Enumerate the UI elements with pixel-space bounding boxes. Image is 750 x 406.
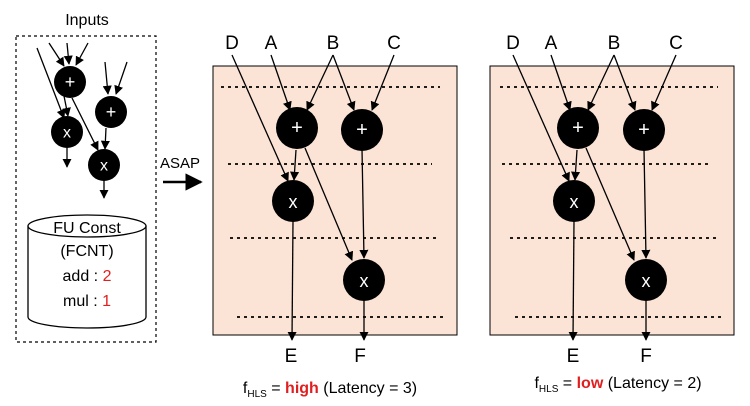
mini-mul-node-2: x [88, 149, 120, 181]
mul-constraint: mul : 1 [63, 293, 111, 310]
panel2-edges [512, 54, 677, 341]
panel2-mul-node-1: x [553, 180, 595, 222]
svg-text:x: x [360, 271, 369, 291]
add-constraint: add : 2 [63, 268, 112, 285]
fu-const-subtitle: (FCNT) [60, 243, 113, 260]
panel1-mul-node-2: x [343, 259, 385, 301]
svg-text:+: + [638, 119, 650, 141]
svg-text:x: x [63, 125, 71, 142]
svg-text:+: + [291, 117, 303, 139]
panel2-input-b: B [608, 33, 621, 54]
panel1-mul-node-1: x [272, 180, 314, 222]
fu-const-cylinder [27, 214, 147, 329]
panel1-background [212, 65, 458, 336]
panel1-output-e: E [285, 346, 298, 367]
svg-text:x: x [289, 192, 298, 212]
svg-text:+: + [572, 117, 584, 139]
panel1-step-lines [221, 86, 444, 318]
mini-dfg-edges [36, 42, 128, 199]
fu-const-title: FU Const [53, 220, 121, 237]
svg-text:+: + [106, 102, 117, 122]
panel-low-latency: D A B C + + x x [489, 33, 735, 395]
panel2-mul-node-2: x [625, 259, 667, 301]
panel1-edges [231, 54, 395, 341]
panel2-input-c: C [669, 33, 683, 54]
panel1-plus-node-2: + [341, 109, 383, 151]
panel2-background [489, 65, 735, 336]
left-section: Inputs + + x x [15, 12, 157, 343]
panel-high-latency: D A B C + + x x [212, 33, 458, 400]
panel1-output-f: F [354, 346, 366, 367]
svg-text:+: + [356, 119, 368, 141]
panel2-caption: fHLS = low (Latency = 2) [534, 375, 701, 395]
mini-mul-node-1: x [51, 116, 83, 148]
panel1-caption: fHLS = high (Latency = 3) [243, 380, 417, 400]
panel2-input-d: D [506, 33, 520, 54]
panel1-input-c: C [387, 33, 401, 54]
panel1-input-d: D [225, 33, 239, 54]
panel2-output-f: F [640, 346, 652, 367]
mini-plus-node-1: + [54, 66, 86, 98]
asap-label: ASAP [160, 155, 200, 172]
panel1-plus-node-1: + [276, 107, 318, 149]
panel2-output-e: E [567, 346, 580, 367]
panel2-input-a: A [545, 33, 558, 54]
panel2-plus-node-2: + [623, 109, 665, 151]
panel1-input-b: B [327, 33, 340, 54]
panel1-input-a: A [265, 33, 278, 54]
svg-text:x: x [570, 192, 579, 212]
mini-plus-node-2: + [95, 96, 127, 128]
panel2-plus-node-1: + [557, 107, 599, 149]
svg-text:+: + [65, 72, 76, 92]
svg-text:x: x [642, 271, 651, 291]
panel2-step-lines [500, 86, 722, 318]
svg-text:x: x [100, 158, 108, 175]
inputs-title: Inputs [65, 12, 109, 29]
inputs-dashed-box [15, 35, 157, 343]
